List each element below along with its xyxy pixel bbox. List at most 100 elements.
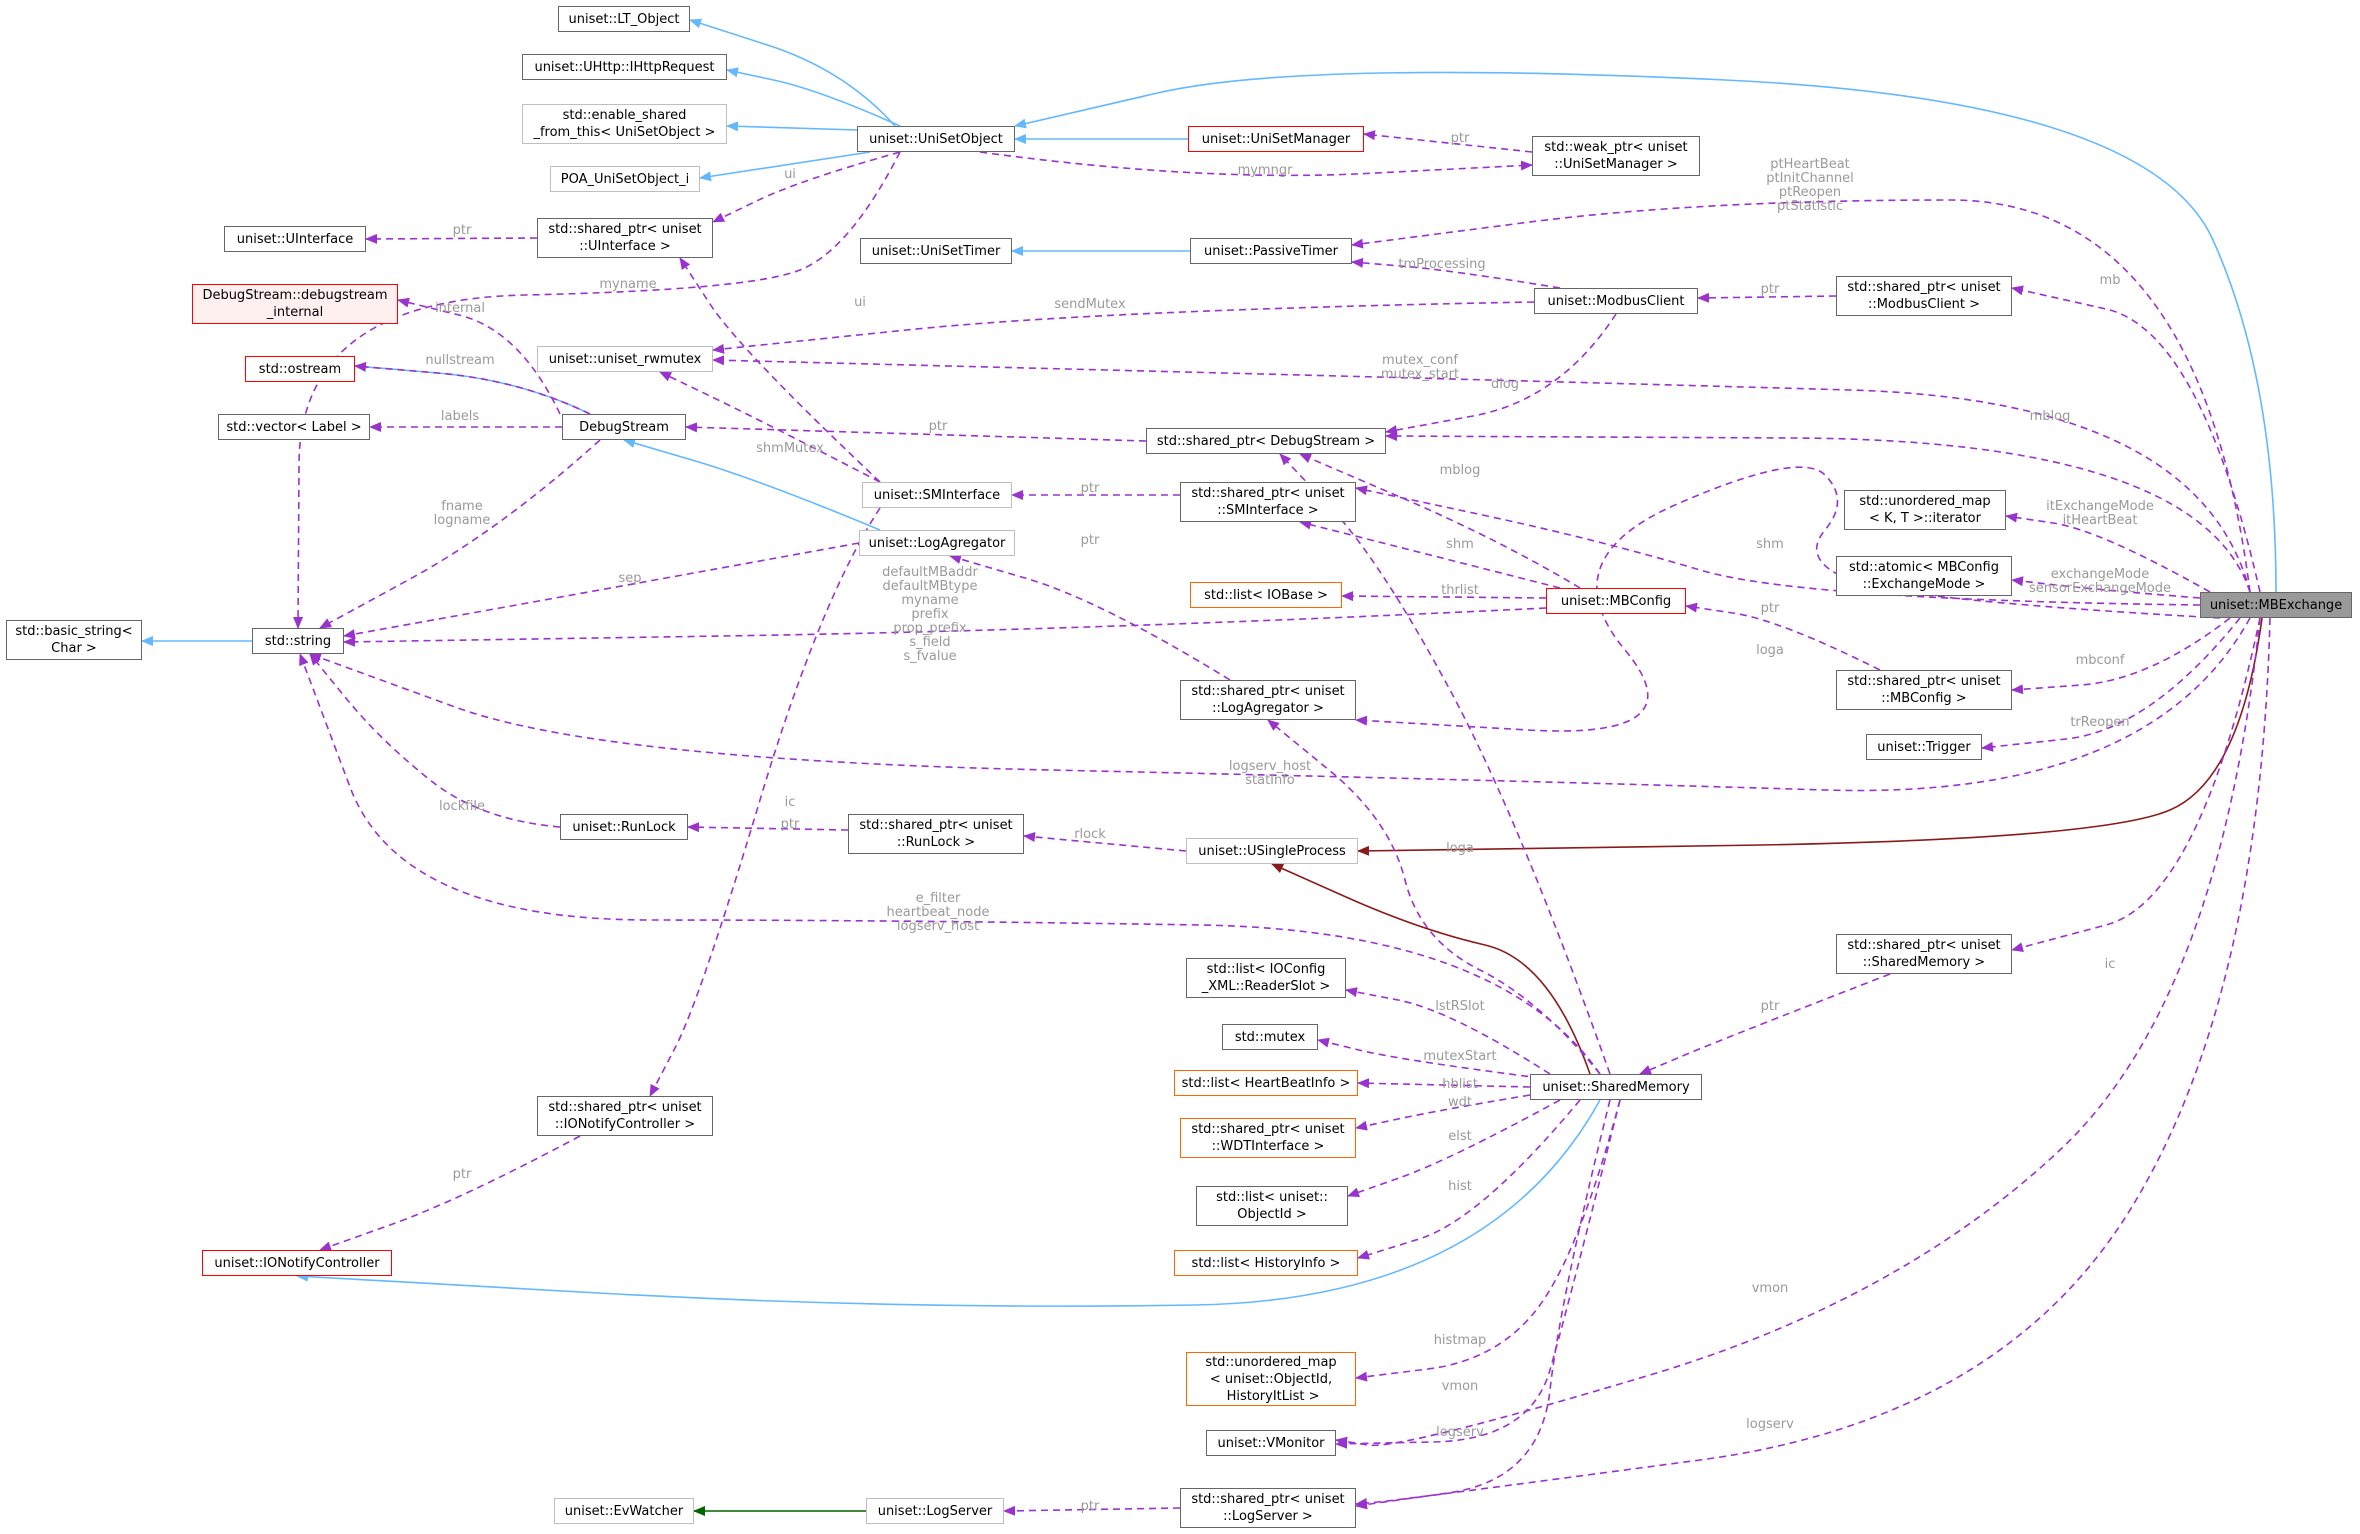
edge-private-mbexchange-to-usingleprocess bbox=[1357, 617, 2263, 856]
edge-use-sminterface-to-sp_ionotify bbox=[649, 507, 881, 1097]
edge-use-modbusclient-to-sp_debugstream bbox=[1385, 313, 1617, 435]
class-node-debugstream-internal[interactable]: DebugStream::debugstream _internal bbox=[192, 284, 398, 324]
edge-use-mbexchange-to-rwmutex bbox=[712, 355, 2251, 593]
edge-use-modbusclient-to-rwmutex bbox=[712, 301, 1535, 354]
edge-label: ui bbox=[854, 295, 866, 310]
class-node-atomic-mode[interactable]: std::atomic< MBConfig ::ExchangeMode > bbox=[1836, 556, 2012, 596]
class-node-logserver[interactable]: uniset::LogServer bbox=[866, 1498, 1004, 1524]
class-node-trigger[interactable]: uniset::Trigger bbox=[1866, 734, 1982, 760]
edge-use-sharedmemory-to-sp_logserver bbox=[1355, 1099, 1611, 1510]
class-node-sp-mbconfig[interactable]: std::shared_ptr< uniset ::MBConfig > bbox=[1836, 670, 2012, 710]
class-node-mbconfig[interactable]: uniset::MBConfig bbox=[1546, 588, 1686, 614]
edge-use-sp_logagregator-to-logagregator bbox=[949, 554, 1231, 681]
edge-use-sharedmemory-to-mutex bbox=[1317, 1037, 1541, 1079]
edge-label: itExchangeMode itHeartBeat bbox=[2046, 499, 2154, 528]
edge-label: ic bbox=[784, 795, 796, 810]
class-node-string[interactable]: std::string bbox=[252, 628, 344, 654]
edge-label: sep bbox=[618, 571, 642, 586]
class-node-unisettimer[interactable]: uniset::UniSetTimer bbox=[860, 238, 1012, 264]
edge-use-mbexchange-to-trigger bbox=[1981, 617, 2241, 752]
class-node-sp-sharedmemory[interactable]: std::shared_ptr< uniset ::SharedMemory > bbox=[1836, 934, 2012, 974]
class-node-unordered-iter[interactable]: std::unordered_map < K, T >::iterator bbox=[1844, 490, 2006, 530]
edge-label: ptr bbox=[1080, 1499, 1100, 1514]
class-node-poa[interactable]: POA_UniSetObject_i bbox=[550, 166, 700, 192]
class-node-vector-label[interactable]: std::vector< Label > bbox=[218, 414, 370, 440]
edge-use-sp_uinterface-to-uinterface bbox=[365, 233, 538, 244]
edge-use-sharedmemory-to-sp_logagregator bbox=[1267, 719, 1601, 1075]
edge-label: histmap bbox=[1433, 1333, 1487, 1348]
edge-use-sharedmemory-to-list_readerslot bbox=[1345, 987, 1551, 1075]
class-node-sp-runlock[interactable]: std::shared_ptr< uniset ::RunLock > bbox=[848, 814, 1024, 854]
edge-use-sp_logserver-to-logserver bbox=[1003, 1505, 1181, 1516]
edge-label: vmon bbox=[1751, 1281, 1789, 1296]
class-node-rwmutex[interactable]: uniset::uniset_rwmutex bbox=[537, 346, 713, 372]
edge-label: hblist bbox=[1442, 1077, 1478, 1092]
edge-use-mbexchange-to-sp_modbusclient bbox=[2011, 285, 2261, 593]
edge-inherit-unisetobject-to-lt_object bbox=[689, 18, 896, 127]
class-node-basic-string[interactable]: std::basic_string< Char > bbox=[6, 620, 142, 660]
class-node-vmonitor[interactable]: uniset::VMonitor bbox=[1206, 1430, 1336, 1456]
class-node-debugstream[interactable]: DebugStream bbox=[562, 414, 686, 440]
class-node-list-objectid[interactable]: std::list< uniset:: ObjectId > bbox=[1196, 1186, 1348, 1226]
class-node-sminterface[interactable]: uniset::SMInterface bbox=[862, 482, 1012, 508]
class-node-unisetobject[interactable]: uniset::UniSetObject bbox=[857, 126, 1015, 152]
edge-use-mbexchange-to-sp_sharedmemory bbox=[2011, 617, 2261, 953]
class-node-logagregator[interactable]: uniset::LogAgregator bbox=[859, 530, 1015, 556]
class-node-sp-wdt[interactable]: std::shared_ptr< uniset ::WDTInterface > bbox=[1180, 1118, 1356, 1158]
class-node-sp-ionotify[interactable]: std::shared_ptr< uniset ::IONotifyContro… bbox=[537, 1096, 713, 1136]
class-node-sp-modbusclient[interactable]: std::shared_ptr< uniset ::ModbusClient > bbox=[1836, 276, 2012, 316]
class-node-sharedmemory[interactable]: uniset::SharedMemory bbox=[1530, 1074, 1702, 1100]
class-node-evwatcher[interactable]: uniset::EvWatcher bbox=[554, 1498, 694, 1524]
class-node-list-readerslot[interactable]: std::list< IOConfig _XML::ReaderSlot > bbox=[1186, 958, 1346, 998]
edge-use-sharedmemory-to-sp_debugstream bbox=[1279, 453, 1611, 1075]
edge-use-sp_runlock-to-runlock bbox=[687, 822, 849, 833]
edge-label: exchangeMode sensorExchangeMode bbox=[2028, 567, 2172, 596]
edge-label: fname logname bbox=[433, 499, 491, 528]
class-node-runlock[interactable]: uniset::RunLock bbox=[560, 814, 688, 840]
class-node-unisetmanager[interactable]: uniset::UniSetManager bbox=[1188, 126, 1364, 152]
edge-use-sharedmemory-to-list_objectid bbox=[1347, 1099, 1561, 1198]
class-node-modbusclient[interactable]: uniset::ModbusClient bbox=[1534, 288, 1698, 314]
class-node-list-heartbeat[interactable]: std::list< HeartBeatInfo > bbox=[1174, 1070, 1358, 1096]
edge-label: shmMutex bbox=[756, 441, 824, 456]
class-node-weak-manager[interactable]: std::weak_ptr< uniset ::UniSetManager > bbox=[1532, 136, 1700, 176]
class-node-list-iobase[interactable]: std::list< IOBase > bbox=[1190, 582, 1342, 608]
class-node-lt-object[interactable]: uniset::LT_Object bbox=[558, 6, 690, 32]
edge-label: e_filter heartbeat_node logserv_host bbox=[886, 891, 990, 934]
edge-use-debugstream-to-ostream bbox=[354, 361, 591, 415]
edge-label: ptr bbox=[1760, 999, 1780, 1014]
class-node-mutex[interactable]: std::mutex bbox=[1222, 1024, 1318, 1050]
edge-use-mbexchange-to-sp_debugstream bbox=[1385, 431, 2251, 593]
class-node-unordered-hist[interactable]: std::unordered_map < uniset::ObjectId, H… bbox=[1186, 1352, 1356, 1406]
class-node-uhttp[interactable]: uniset::UHttp::IHttpRequest bbox=[522, 54, 727, 80]
edge-use-weak_manager-to-unisetmanager bbox=[1363, 130, 1533, 153]
edge-use-modbusclient-to-passivetimer bbox=[1351, 257, 1561, 289]
class-node-passivetimer[interactable]: uniset::PassiveTimer bbox=[1190, 238, 1352, 264]
class-node-sp-sminterface[interactable]: std::shared_ptr< uniset ::SMInterface > bbox=[1180, 482, 1356, 522]
class-node-enable-shared[interactable]: std::enable_shared _from_this< UniSetObj… bbox=[522, 104, 727, 144]
class-node-list-history[interactable]: std::list< HistoryInfo > bbox=[1174, 1250, 1358, 1276]
edge-label: thrlist bbox=[1441, 583, 1479, 598]
class-node-ostream[interactable]: std::ostream bbox=[245, 356, 355, 382]
edge-label: ptr bbox=[1760, 282, 1780, 297]
class-node-sp-logagregator[interactable]: std::shared_ptr< uniset ::LogAgregator > bbox=[1180, 680, 1356, 720]
edge-use-mbconfig-to-sp_debugstream bbox=[1299, 453, 1581, 589]
edge-use-runlock-to-string bbox=[309, 653, 561, 828]
edge-label: mblog bbox=[1439, 463, 1481, 478]
edge-label: loga bbox=[1446, 841, 1474, 856]
edge-label: ptr bbox=[780, 817, 800, 832]
edge-use-sharedmemory-to-string bbox=[299, 653, 1601, 1075]
edge-use-mbexchange-to-unordered_iter bbox=[2005, 512, 2211, 593]
class-node-usingleprocess[interactable]: uniset::USingleProcess bbox=[1186, 838, 1358, 864]
class-node-mbexchange[interactable]: uniset::MBExchange bbox=[2200, 592, 2352, 618]
edge-label: mbconf bbox=[2075, 653, 2125, 668]
edge-use-sp_mbconfig-to-mbconfig bbox=[1685, 602, 1881, 671]
edge-label: mb bbox=[2099, 273, 2121, 288]
edge-use-mbexchange-to-sp_logserver bbox=[1355, 617, 2271, 1508]
class-node-uinterface[interactable]: uniset::UInterface bbox=[224, 226, 366, 252]
class-node-ionotify[interactable]: uniset::IONotifyController bbox=[202, 1250, 392, 1276]
class-node-sp-debugstream[interactable]: std::shared_ptr< DebugStream > bbox=[1146, 428, 1386, 454]
class-node-sp-logserver[interactable]: std::shared_ptr< uniset ::LogServer > bbox=[1180, 1488, 1356, 1528]
edge-use-mbexchange-to-atomic_mode bbox=[2011, 576, 2201, 599]
class-node-sp-uinterface[interactable]: std::shared_ptr< uniset ::UInterface > bbox=[537, 218, 713, 258]
